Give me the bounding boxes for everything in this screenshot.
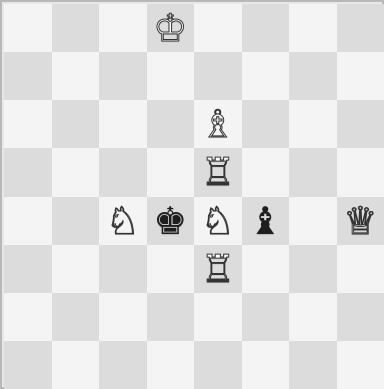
square-h2[interactable] [337,293,384,341]
square-g6[interactable] [289,100,337,148]
square-a4[interactable] [4,197,52,245]
square-b3[interactable] [52,245,100,293]
square-f5[interactable] [242,148,290,196]
square-h5[interactable] [337,148,384,196]
square-e7[interactable] [194,52,242,100]
square-c2[interactable] [99,293,147,341]
square-c5[interactable] [99,148,147,196]
square-g1[interactable] [289,341,337,389]
black-king-icon[interactable]: ♚ [147,197,195,245]
square-a3[interactable] [4,245,52,293]
square-b5[interactable] [52,148,100,196]
square-f7[interactable] [242,52,290,100]
square-c7[interactable] [99,52,147,100]
square-a8[interactable] [4,4,52,52]
square-f8[interactable] [242,4,290,52]
square-b7[interactable] [52,52,100,100]
square-d2[interactable] [147,293,195,341]
square-e1[interactable] [194,341,242,389]
square-g3[interactable] [289,245,337,293]
square-b6[interactable] [52,100,100,148]
square-a1[interactable] [4,341,52,389]
square-c3[interactable] [99,245,147,293]
square-b2[interactable] [52,293,100,341]
square-d5[interactable] [147,148,195,196]
square-f2[interactable] [242,293,290,341]
square-a7[interactable] [4,52,52,100]
white-knight-icon[interactable]: ♘ [99,197,147,245]
chess-board[interactable]: ♔♗♖♘♚♘♝♕♖ [4,4,384,389]
square-c1[interactable] [99,341,147,389]
square-b1[interactable] [52,341,100,389]
white-king-icon[interactable]: ♔ [147,4,195,52]
square-a5[interactable] [4,148,52,196]
square-f6[interactable] [242,100,290,148]
square-a2[interactable] [4,293,52,341]
square-g5[interactable] [289,148,337,196]
square-a6[interactable] [4,100,52,148]
square-g4[interactable] [289,197,337,245]
white-bishop-icon[interactable]: ♗ [194,100,242,148]
square-e8[interactable] [194,4,242,52]
square-b4[interactable] [52,197,100,245]
black-bishop-icon[interactable]: ♝ [242,197,290,245]
square-h3[interactable] [337,245,384,293]
square-f1[interactable] [242,341,290,389]
square-e2[interactable] [194,293,242,341]
square-b8[interactable] [52,4,100,52]
square-f3[interactable] [242,245,290,293]
white-queen-icon[interactable]: ♕ [337,197,384,245]
white-rook-icon[interactable]: ♖ [194,245,242,293]
square-h7[interactable] [337,52,384,100]
square-h1[interactable] [337,341,384,389]
square-g2[interactable] [289,293,337,341]
square-g8[interactable] [289,4,337,52]
square-d7[interactable] [147,52,195,100]
square-g7[interactable] [289,52,337,100]
square-h8[interactable] [337,4,384,52]
square-d1[interactable] [147,341,195,389]
white-knight-icon[interactable]: ♘ [194,197,242,245]
square-c8[interactable] [99,4,147,52]
square-d3[interactable] [147,245,195,293]
square-h6[interactable] [337,100,384,148]
square-d6[interactable] [147,100,195,148]
white-rook-icon[interactable]: ♖ [194,148,242,196]
square-c6[interactable] [99,100,147,148]
